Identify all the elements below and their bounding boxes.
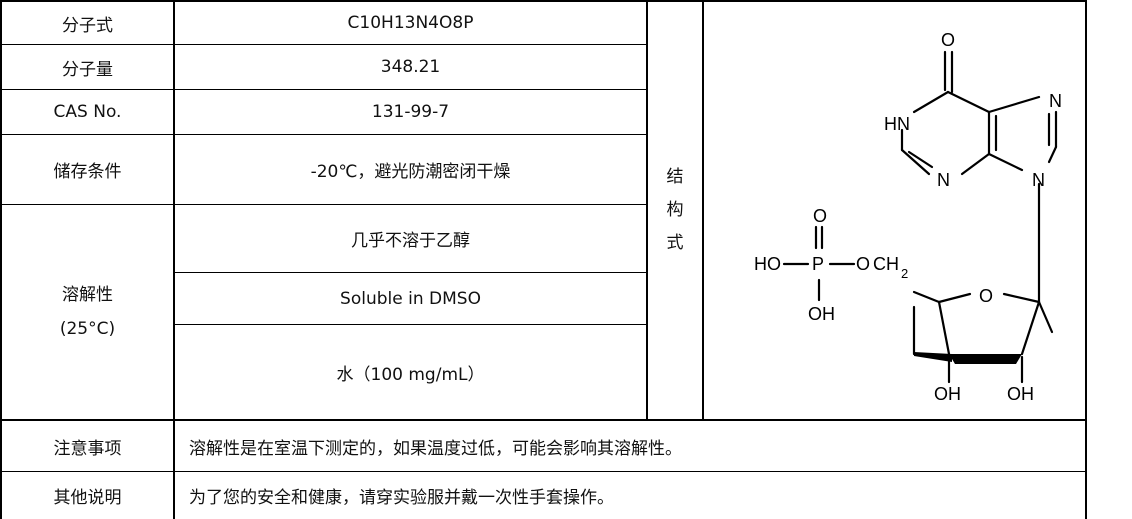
atom-n-bottom2: N (1032, 170, 1045, 190)
bond-c4p-c3p-wedge (914, 352, 952, 362)
atom-o-ring: O (979, 286, 993, 306)
formula-value: C10H13N4O8P (347, 13, 474, 33)
cas-value: 131-99-7 (371, 102, 450, 122)
bond-n3-c4 (960, 152, 991, 176)
row-line-5 (174, 272, 648, 273)
bond-c4p-c3p (937, 300, 951, 356)
atom-oh1: OH (934, 384, 961, 404)
solubility-label-line1: 溶解性 (62, 285, 113, 305)
atom-o-phos: O (813, 206, 827, 226)
bond-c2-n3 (900, 148, 931, 176)
row-line-4 (0, 204, 648, 205)
atom-p: P (812, 254, 824, 274)
solubility-dmso: Soluble in DMSO (340, 288, 481, 309)
atom-oh-p: OH (808, 304, 835, 324)
structure-label-char-3: 式 (666, 233, 684, 253)
mw-label: 分子量 (62, 59, 113, 80)
solubility-label-line2: (25°C) (59, 319, 116, 339)
bond-c6-c5 (946, 90, 991, 114)
atom-ch: CH (873, 254, 899, 274)
atom-n-right: N (1049, 91, 1062, 111)
structure-label-char-2: 构 (666, 200, 684, 220)
storage-label: 储存条件 (53, 162, 122, 182)
notes-value: 溶解性是在室温下测定的，如果温度过低，可能会影响其溶解性。 (189, 438, 682, 459)
table-border-top (0, 0, 1087, 2)
bond-c1p-h (1037, 300, 1054, 334)
table-border-right (1085, 0, 1087, 519)
atom-oh2: OH (1007, 384, 1034, 404)
solubility-ethanol: 几乎不溶于乙醇 (351, 231, 470, 251)
bond-ch2-c4p (912, 290, 941, 304)
col-divider-2 (646, 0, 648, 420)
bond-c1p-c2p (1020, 300, 1041, 356)
row-line-7 (0, 419, 1087, 421)
bond-c2p-c3p-bold (949, 354, 1022, 364)
structure-label: 结 构 式 (648, 2, 702, 419)
bond-c6-n1 (912, 90, 950, 114)
row-line-3 (0, 134, 648, 135)
other-value: 为了您的安全和健康，请穿实验服并戴一次性手套操作。 (189, 488, 614, 508)
atom-sub2: 2 (901, 266, 908, 281)
other-label: 其他说明 (53, 488, 122, 508)
formula-label: 分子式 (62, 15, 113, 36)
bond-c5-n7 (987, 95, 1041, 114)
atom-ho: HO (754, 254, 781, 274)
mw-value: 348.21 (380, 57, 441, 77)
bond-c2-n3-double (907, 150, 934, 169)
structure-image: O HN N N N O HO P O CH 2 O OH OH OH (704, 2, 1085, 419)
atom-o-link: O (856, 254, 870, 274)
col-divider-3 (702, 0, 704, 420)
row-line-1 (0, 44, 648, 45)
structure-label-char-1: 结 (666, 167, 684, 187)
bond-c1p-o4p (1002, 292, 1041, 304)
molecule-diagram: O HN N N N O HO P O CH 2 O OH OH OH (754, 30, 1062, 404)
atom-o-top: O (941, 30, 955, 50)
atom-hn: HN (884, 114, 910, 134)
solubility-water: 水（100 mg/mL） (336, 364, 485, 385)
table-border-left (0, 0, 2, 519)
atom-n-bottom1: N (937, 170, 950, 190)
solubility-label: 溶解性 (25°C) (2, 205, 173, 419)
bond-c8-n9 (1047, 145, 1058, 164)
notes-label: 注意事项 (53, 438, 122, 459)
bond-c4-n9 (987, 152, 1024, 172)
row-line-6 (174, 324, 648, 325)
cas-label: CAS No. (53, 102, 122, 122)
storage-value: -20℃，避光防潮密闭干燥 (310, 162, 511, 182)
bond-o4p-c4p (937, 292, 972, 304)
row-line-2 (0, 89, 648, 90)
col-divider-1 (173, 0, 175, 519)
row-line-8 (0, 471, 1087, 472)
